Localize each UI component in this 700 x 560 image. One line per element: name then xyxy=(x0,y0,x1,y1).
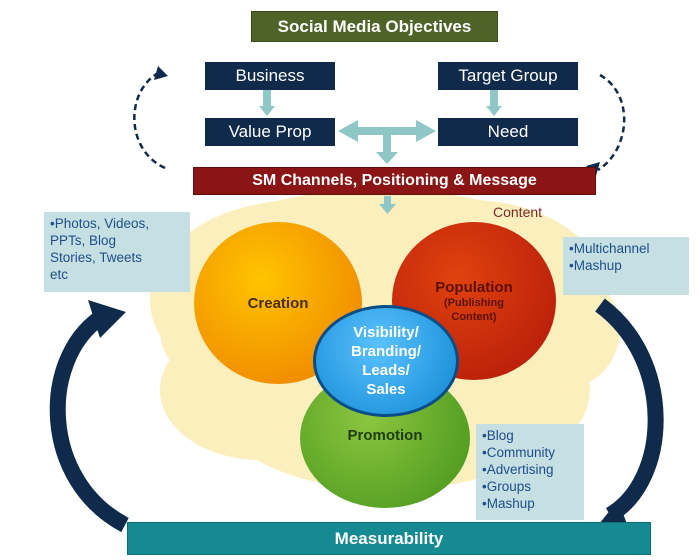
bottom-note-line: •Mashup xyxy=(482,496,535,511)
cycle-left-arrowhead xyxy=(88,300,126,338)
center-line: Visibility/ xyxy=(353,324,419,341)
objectives-title: Social Media Objectives xyxy=(251,11,498,42)
bottom-note: •Blog •Community •Advertising •Groups •M… xyxy=(476,424,584,520)
channels-box: SM Channels, Positioning & Message xyxy=(193,167,596,195)
center-line: Sales xyxy=(366,381,406,398)
arc-left-arrowhead xyxy=(154,66,168,80)
promotion-label: Promotion xyxy=(347,426,423,444)
value-prop-box: Value Prop xyxy=(205,118,335,146)
connector-arrows xyxy=(259,90,502,214)
right-note-line: •Multichannel xyxy=(569,241,650,256)
population-label: Population xyxy=(435,278,513,296)
left-note: •Photos, Videos, PPTs, Blog Stories, Twe… xyxy=(44,212,190,292)
bottom-note-line: •Community xyxy=(482,445,555,460)
bottom-note-line: •Blog xyxy=(482,428,514,443)
need-box: Need xyxy=(438,118,578,146)
measurability-bar: Measurability xyxy=(127,522,651,555)
left-note-line: •Photos, Videos, xyxy=(50,216,150,231)
left-note-line: etc xyxy=(50,267,69,282)
population-sub: (Publishing xyxy=(444,296,504,309)
business-box: Business xyxy=(205,62,335,90)
right-note: •Multichannel •Mashup xyxy=(563,237,689,295)
left-note-line: Stories, Tweets xyxy=(50,250,143,265)
left-note-line: PPTs, Blog xyxy=(50,233,117,248)
feedback-arcs-top xyxy=(133,70,626,172)
cycle-arrows xyxy=(49,298,664,533)
bottom-note-line: •Groups xyxy=(482,479,531,494)
content-label: Content xyxy=(493,204,543,220)
bottom-note-line: •Advertising xyxy=(482,462,554,477)
target-group-box: Target Group xyxy=(438,62,578,90)
population-sub: Content) xyxy=(451,310,497,323)
visibility-branding-circle: Visibility/ Branding/ Leads/ Sales xyxy=(313,305,459,417)
right-note-line: •Mashup xyxy=(569,258,622,273)
creation-label: Creation xyxy=(247,294,309,312)
center-line: Leads/ xyxy=(362,362,410,379)
center-line: Branding/ xyxy=(351,343,421,360)
